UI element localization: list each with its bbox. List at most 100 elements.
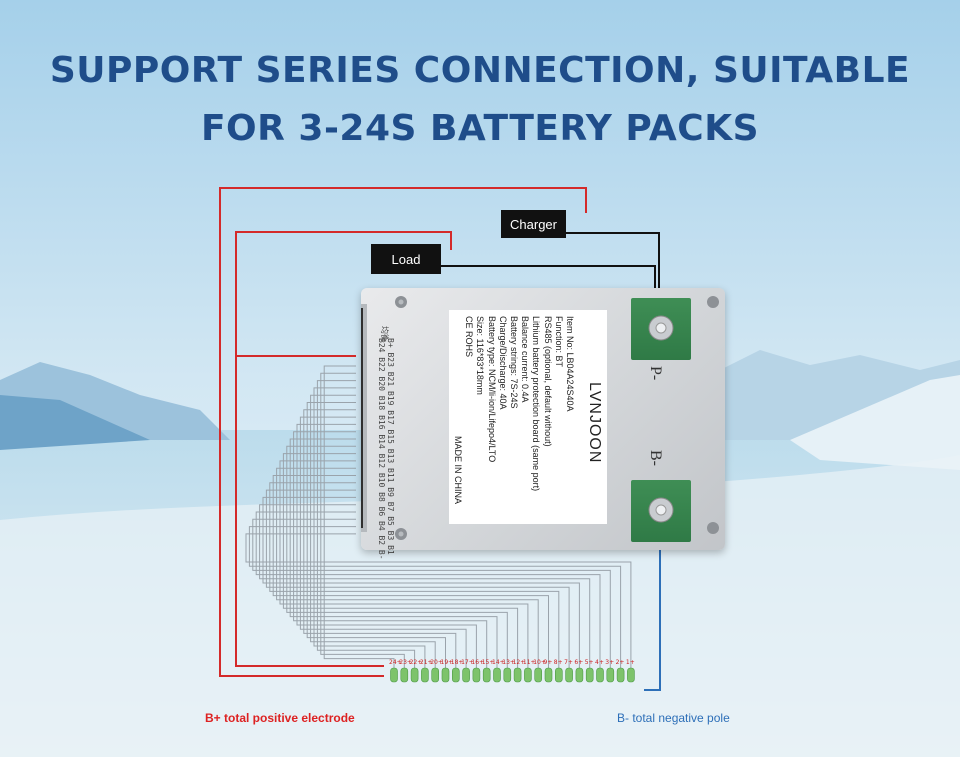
balance-wire (269, 482, 560, 668)
balance-wire (279, 460, 529, 668)
cell-number: 20+ (430, 659, 443, 666)
terminal-bolts (648, 315, 674, 523)
balance-wire (286, 445, 508, 668)
balance-wire (265, 489, 570, 668)
brand-logo: LVNJOON (586, 382, 603, 464)
balance-wire (276, 467, 539, 668)
cell-row (390, 667, 635, 683)
positive-wire-load (235, 231, 452, 667)
balance-wire (262, 496, 580, 668)
spec-line: Charge/Discharge: 40A (497, 316, 508, 410)
battery-cell (585, 667, 594, 683)
battery-cell (565, 667, 573, 683)
negative-legend: B- total negative pole (617, 711, 730, 725)
cell-number: 14+ (492, 659, 505, 666)
battery-cell (493, 667, 501, 683)
cell-number: 15+ (481, 659, 495, 666)
battery-cell (390, 667, 398, 683)
cell-number: 22+ (409, 659, 423, 666)
balance-wire (306, 402, 446, 668)
cell-number: 17+ (461, 659, 474, 666)
battery-cell (482, 667, 491, 683)
battery-cell (513, 667, 522, 683)
balance-wire (323, 365, 395, 668)
battery-cell (472, 667, 481, 683)
cell-number: 18+ (450, 659, 464, 666)
spec-line: Battery type: NCM/li-ion/Lifepo4/LTO (486, 316, 497, 463)
battery-cell (441, 667, 450, 683)
cell-number: 16+ (471, 659, 485, 666)
balance-wire (252, 518, 611, 668)
cell-number: 24+ (389, 659, 402, 666)
cell-number: 6+ (574, 659, 584, 666)
pin-row-2: B24 B22 B20 B18 B16 B14 B12 B10 B8 B6 B4… (377, 338, 386, 560)
battery-cell (627, 667, 635, 683)
spec-line: Balance current: 0.4A (520, 316, 531, 403)
cell-number: 4+ (595, 659, 604, 666)
balance-wire (245, 533, 632, 668)
balance-wire (248, 526, 622, 668)
positive-legend: B+ total positive electrode (205, 711, 355, 725)
spec-line: Size: 116*83*18mm (475, 316, 486, 395)
charger-wire (566, 232, 660, 300)
spec-line: CE ROHS (464, 316, 475, 358)
cell-number: 10+ (533, 659, 546, 666)
negative-wire (644, 520, 661, 691)
charger-label: Charger (501, 210, 566, 238)
p-minus-marking: P- (647, 366, 664, 381)
battery-cell (503, 667, 512, 683)
pin-row-1: B+ B23 B21 B19 B17 B15 B13 B11 B9 B7 B5 … (386, 338, 395, 555)
headline-line-2: FOR 3-24S BATTERY PACKS (200, 108, 760, 149)
balance-wire (310, 394, 436, 668)
battery-cell (554, 667, 563, 683)
battery-cell (462, 667, 470, 683)
spec-line: Battery strings: 7S-24S (509, 316, 519, 409)
battery-cell (606, 667, 615, 683)
cell-number: 1+ (625, 659, 635, 666)
cell-number: 5+ (584, 659, 594, 666)
load-label: Load (371, 244, 441, 274)
balance-wire (313, 387, 426, 668)
cell-number: 11+ (522, 659, 536, 666)
positive-wire-outer (219, 187, 587, 677)
made-in-label: MADE IN CHINA (453, 436, 463, 505)
cell-number: 8+ (553, 659, 563, 666)
battery-cell (534, 667, 543, 683)
b-minus-marking: B- (647, 450, 664, 466)
spec-line: Lithium battery protection board (same p… (531, 316, 542, 492)
board-details (361, 296, 719, 540)
spec-line: Function: BT (553, 316, 564, 368)
battery-cell (575, 667, 584, 683)
cell-number: 7+ (564, 659, 573, 666)
battery-cell (544, 667, 553, 683)
headline-line-1: SUPPORT SERIES CONNECTION, SUITABLE (49, 50, 911, 91)
cell-number: 9+ (543, 659, 553, 666)
cell-number: 19+ (440, 659, 454, 666)
battery-cell (400, 667, 409, 683)
battery-cell (451, 667, 460, 683)
balance-wire (296, 423, 477, 668)
balance-wire (316, 380, 416, 668)
balance-wire (320, 372, 405, 668)
balance-wire (259, 504, 591, 668)
balance-wires (245, 365, 632, 668)
balance-wire (289, 438, 498, 668)
battery-cell (616, 667, 625, 683)
spec-line: Item No: LB04A24S40A (565, 316, 575, 412)
cell-number: 3+ (605, 659, 615, 666)
cell-number: 21+ (419, 659, 433, 666)
cell-number: 2+ (615, 659, 625, 666)
battery-cell (596, 667, 604, 683)
battery-cell (410, 667, 419, 683)
balance-wire (272, 475, 549, 668)
cell-number: 12+ (512, 659, 526, 666)
balance-wire (293, 431, 488, 668)
battery-cell (421, 667, 429, 683)
cell-number: 13+ (502, 659, 515, 666)
battery-cell (524, 667, 532, 683)
spec-line: RS485 (optional, default without) (542, 316, 553, 447)
balance-wire (303, 409, 457, 668)
balance-wire (282, 453, 519, 668)
